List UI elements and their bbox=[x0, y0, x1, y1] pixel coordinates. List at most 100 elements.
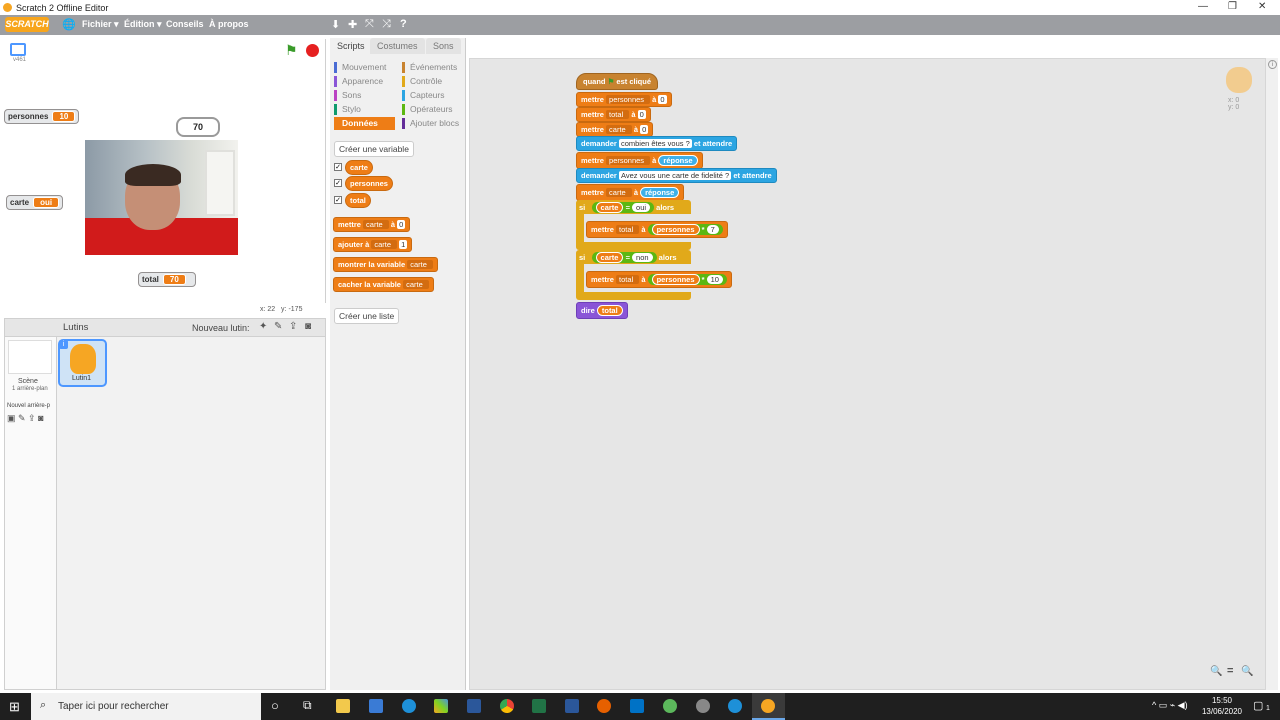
checkbox-carte[interactable]: ✓ bbox=[334, 163, 342, 171]
block-set-carte-answer[interactable]: mettre carte à réponse bbox=[576, 184, 685, 201]
condition-1[interactable]: carte = oui bbox=[591, 202, 655, 213]
app-icon-4[interactable] bbox=[696, 699, 710, 713]
create-list-button[interactable]: Créer une liste bbox=[334, 308, 400, 324]
firefox-icon[interactable] bbox=[597, 699, 611, 713]
minimize-button[interactable]: — bbox=[1198, 1, 1208, 12]
task-view-icon[interactable]: ⧉ bbox=[303, 698, 312, 712]
edge-icon[interactable] bbox=[402, 699, 416, 713]
green-flag-icon[interactable]: ⚑ bbox=[285, 42, 298, 58]
scene-thumbnail[interactable] bbox=[8, 340, 52, 374]
zoom-in-icon[interactable]: 🔍 bbox=[1241, 666, 1254, 677]
block-ask-1[interactable]: demander combien êtes vous ? et attendre bbox=[576, 136, 738, 151]
block-set-total-10[interactable]: mettre total à personnes * 10 bbox=[586, 271, 732, 288]
category-looks[interactable]: Apparence bbox=[334, 76, 383, 87]
menu-tips[interactable]: Conseils bbox=[166, 19, 204, 29]
block-set-variable[interactable]: mettre carte à 0 bbox=[333, 217, 411, 232]
help-icon[interactable]: ? bbox=[400, 18, 407, 30]
edge-icon-2[interactable] bbox=[728, 699, 742, 713]
fullscreen-icon[interactable] bbox=[10, 43, 26, 56]
block-set-personnes-answer[interactable]: mettre personnes à réponse bbox=[576, 152, 703, 169]
tab-costumes[interactable]: Costumes bbox=[370, 38, 425, 54]
zoom-out-icon[interactable]: 🔍 bbox=[1210, 666, 1223, 677]
block-say-total[interactable]: dire total bbox=[576, 302, 628, 319]
clock-date[interactable]: 13/06/2020 bbox=[1201, 707, 1243, 716]
word-icon[interactable] bbox=[565, 699, 579, 713]
block-ask-2[interactable]: demander Avez vous une carte de fidelité… bbox=[576, 168, 777, 183]
category-sensing[interactable]: Capteurs bbox=[402, 90, 445, 101]
category-pen[interactable]: Stylo bbox=[334, 104, 361, 115]
block-change-variable[interactable]: ajouter à carte 1 bbox=[333, 237, 413, 252]
app-icon bbox=[3, 3, 12, 12]
category-motion[interactable]: Mouvement bbox=[334, 62, 386, 73]
delete-icon[interactable]: ✚ bbox=[348, 19, 358, 31]
upload-icon[interactable]: ⇪ bbox=[289, 321, 298, 332]
library-icon[interactable]: ✦ bbox=[259, 321, 268, 332]
backdrop-tools-icons[interactable]: ▣ ✎ ⇪ ◙ bbox=[7, 413, 44, 423]
scene-sub: 1 arrière-plan bbox=[12, 386, 48, 392]
block-set-total-7[interactable]: mettre total à personnes * 7 bbox=[586, 221, 728, 238]
clock-time[interactable]: 15:50 bbox=[1211, 696, 1233, 705]
block-set-total[interactable]: mettre total à 0 bbox=[576, 107, 651, 122]
app-icon-3[interactable] bbox=[663, 699, 677, 713]
taskbar-search[interactable]: Taper ici pour rechercher bbox=[31, 693, 261, 720]
category-data[interactable]: Données bbox=[334, 117, 395, 130]
category-operators[interactable]: Opérateurs bbox=[402, 104, 453, 115]
checkbox-total[interactable]: ✓ bbox=[334, 196, 342, 204]
new-backdrop-label: Nouvel arrière-p bbox=[7, 403, 51, 409]
zoom-reset-icon[interactable]: = bbox=[1227, 665, 1234, 677]
menu-about[interactable]: À propos bbox=[209, 19, 249, 29]
sprite-thumbnail[interactable]: i Lutin1 bbox=[58, 339, 107, 387]
excel-icon[interactable] bbox=[532, 699, 546, 713]
scripts-area[interactable]: x: 0 y: 0 quand ⚑ est cliqué mettre pers… bbox=[469, 58, 1266, 690]
category-sound[interactable]: Sons bbox=[334, 90, 361, 101]
create-variable-button[interactable]: Créer une variable bbox=[334, 141, 414, 157]
maximize-button[interactable]: ❐ bbox=[1228, 1, 1237, 12]
block-set-personnes[interactable]: mettre personnes à 0 bbox=[576, 92, 672, 107]
windows-start-icon[interactable]: ⊞ bbox=[9, 699, 20, 714]
hat-when-flag-clicked[interactable]: quand ⚑ est cliqué bbox=[576, 73, 659, 90]
chrome-icon[interactable] bbox=[500, 699, 514, 713]
block-set-carte[interactable]: mettre carte à 0 bbox=[576, 122, 654, 137]
block-hide-variable[interactable]: cacher la variable carte bbox=[333, 277, 434, 292]
shrink-icon[interactable]: ⤨ bbox=[382, 18, 391, 30]
scripts-scrollbar[interactable]: i bbox=[1266, 58, 1278, 690]
duplicate-icon[interactable]: ⬇ bbox=[331, 19, 341, 31]
paint-icon[interactable]: ✎ bbox=[274, 321, 283, 332]
cat-sprite-icon bbox=[70, 344, 96, 374]
speech-bubble: 70 bbox=[176, 117, 220, 137]
publisher-icon[interactable] bbox=[467, 699, 481, 713]
app-icon-2[interactable] bbox=[434, 699, 448, 713]
menu-file[interactable]: Fichier ▾ bbox=[82, 19, 119, 29]
stop-icon[interactable] bbox=[306, 44, 319, 57]
category-more-blocks[interactable]: Ajouter blocs bbox=[402, 118, 459, 129]
mouse-coords: x: 22 y: -175 bbox=[260, 306, 303, 313]
tray-icons[interactable]: ^ ▭ ⌁ ◀) bbox=[1152, 700, 1188, 710]
camera-icon[interactable]: ◙ bbox=[305, 321, 312, 332]
cortana-icon[interactable]: ○ bbox=[271, 698, 279, 713]
app-icon-1[interactable] bbox=[369, 699, 383, 713]
tab-sounds[interactable]: Sons bbox=[426, 38, 461, 54]
category-control[interactable]: Contrôle bbox=[402, 76, 442, 87]
block-show-variable[interactable]: montrer la variable carte bbox=[333, 257, 438, 272]
var-reporter-total[interactable]: total bbox=[345, 193, 371, 208]
close-button[interactable]: ✕ bbox=[1258, 1, 1267, 12]
grow-icon[interactable]: ⤧ bbox=[365, 18, 374, 30]
condition-2[interactable]: carte = non bbox=[591, 252, 657, 263]
info-icon[interactable]: i bbox=[59, 340, 68, 349]
notification-icon[interactable]: ▢ bbox=[1253, 700, 1264, 712]
menu-edit[interactable]: Édition ▾ bbox=[124, 19, 162, 29]
file-explorer-icon[interactable] bbox=[336, 699, 350, 713]
var-reporter-personnes[interactable]: personnes bbox=[345, 176, 393, 191]
globe-icon[interactable]: 🌐 bbox=[62, 19, 76, 31]
outlook-icon[interactable] bbox=[630, 699, 644, 713]
scratch-taskbar-button[interactable] bbox=[752, 693, 785, 720]
checkbox-personnes[interactable]: ✓ bbox=[334, 179, 342, 187]
category-events[interactable]: Événements bbox=[402, 62, 457, 73]
tab-scripts[interactable]: Scripts bbox=[330, 38, 372, 54]
info-icon[interactable]: i bbox=[1268, 60, 1277, 69]
var-reporter-carte[interactable]: carte bbox=[345, 160, 373, 175]
